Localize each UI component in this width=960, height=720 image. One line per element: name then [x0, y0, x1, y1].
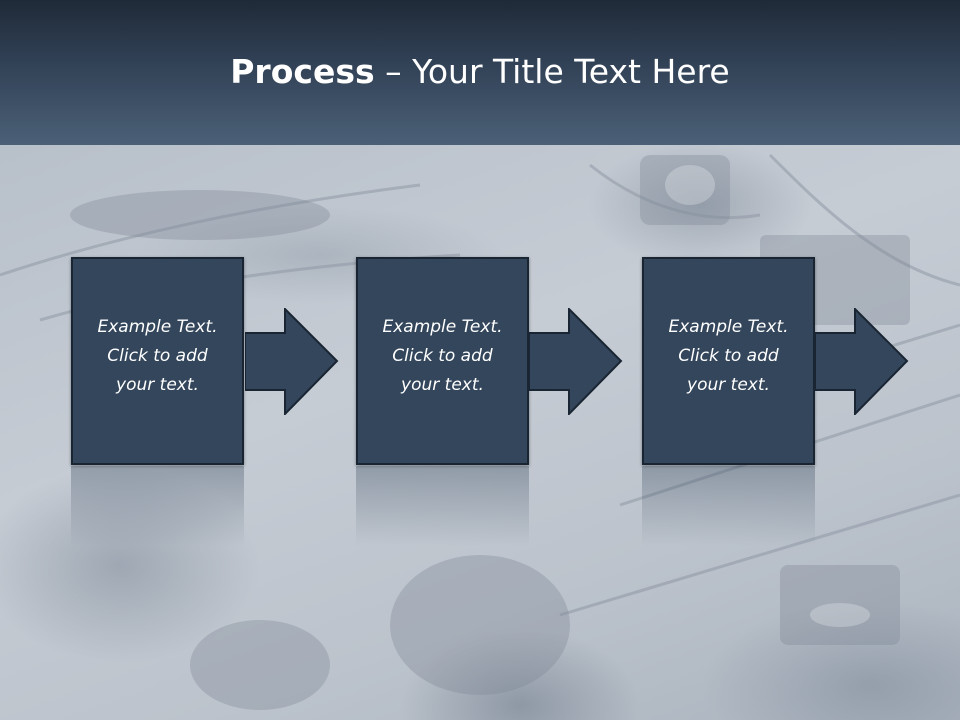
step-1-line-1: Example Text.: [97, 317, 218, 337]
arrow-1-icon: [245, 308, 339, 415]
step-2-line-1: Example Text.: [382, 317, 503, 337]
step-2-line-2: Click to add: [392, 346, 493, 366]
step-3-text[interactable]: Example Text. Click to add your text.: [644, 313, 813, 400]
step-1-line-3: your text.: [116, 375, 199, 395]
arrow-3-icon: [815, 308, 909, 415]
step-1-line-2: Click to add: [107, 346, 208, 366]
step-3-line-2: Click to add: [678, 346, 779, 366]
step-2-line-3: your text.: [401, 375, 484, 395]
process-step-1[interactable]: Example Text. Click to add your text.: [71, 257, 244, 465]
step-1-text[interactable]: Example Text. Click to add your text.: [73, 313, 242, 400]
step-2-text[interactable]: Example Text. Click to add your text.: [358, 313, 527, 400]
title-bold: Process: [230, 52, 375, 91]
arrow-2-icon: [529, 308, 623, 415]
step-3-reflection: [642, 466, 815, 546]
slide-title[interactable]: Process – Your Title Text Here: [0, 52, 960, 91]
title-rest: – Your Title Text Here: [374, 52, 730, 91]
title-band: [0, 0, 960, 145]
step-3-line-3: your text.: [687, 375, 770, 395]
step-2-reflection: [356, 466, 529, 546]
step-3-line-1: Example Text.: [668, 317, 789, 337]
step-1-reflection: [71, 466, 244, 546]
process-step-2[interactable]: Example Text. Click to add your text.: [356, 257, 529, 465]
process-step-3[interactable]: Example Text. Click to add your text.: [642, 257, 815, 465]
